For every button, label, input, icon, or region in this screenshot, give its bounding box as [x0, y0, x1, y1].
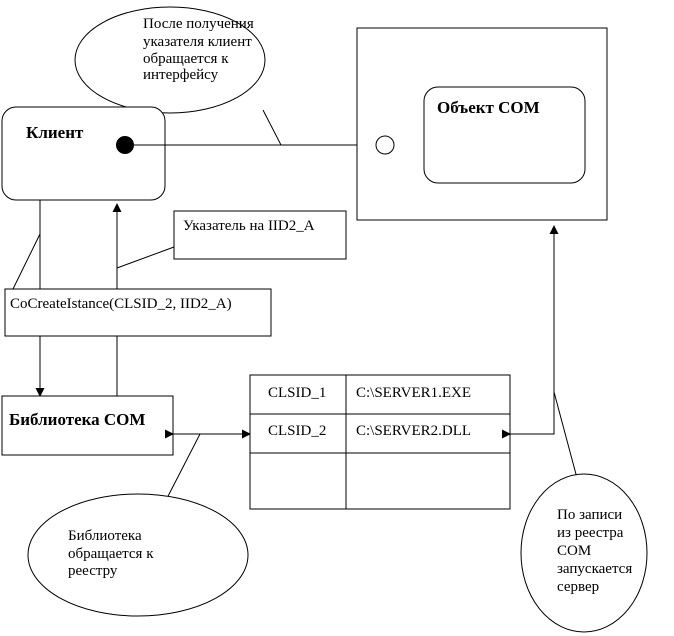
com-interface-socket	[375, 135, 395, 155]
registry-to-server-arrow	[502, 225, 559, 439]
callout-line-4: интерфейсу	[143, 67, 219, 83]
server-callout-line-4: запускается	[557, 561, 632, 577]
pointer-label: Указатель на IID2_A	[183, 218, 315, 234]
library-callout-leader	[163, 433, 201, 505]
table-cell-path: C:\SERVER1.EXE	[356, 385, 471, 401]
callout-leader	[262, 109, 282, 146]
library-box: Библиотека COM	[1, 395, 174, 456]
callout-line-2: указателя клиент	[143, 34, 252, 50]
callout-line-1: После получения	[143, 16, 254, 32]
library-registry-callout: Библиотека обращается к реестру	[27, 493, 249, 617]
call-leader	[12, 233, 41, 290]
client-label: Клиент	[26, 123, 84, 142]
server-callout-line-5: сервер	[557, 579, 599, 595]
server-callout-line-2: из реестра	[557, 525, 624, 541]
library-callout-line-1: Библиотека	[68, 528, 142, 544]
server-start-callout: По записи из реестра COM запускается сер…	[520, 473, 648, 633]
cocreate-call-box: CoCreateIstance(CLSID_2, IID2_A)	[4, 288, 272, 337]
table-cell-clsid: CLSID_2	[268, 423, 326, 439]
cocreate-call-label: CoCreateIstance(CLSID_2, IID2_A)	[10, 296, 232, 312]
pointer-leader	[116, 246, 175, 269]
library-callout-line-2: обращается к	[68, 546, 154, 562]
server-start-leader	[553, 391, 578, 479]
client-access-callout: После получения указателя клиент обращае…	[74, 6, 266, 114]
callout-line-3: обращается к	[143, 51, 229, 67]
com-object-label: Объект COM	[437, 98, 540, 117]
registry-table: CLSID_1 C:\SERVER1.EXE CLSID_2 C:\SERVER…	[249, 374, 511, 510]
com-server-box: Объект COM	[356, 27, 608, 221]
server-callout-line-3: COM	[557, 543, 591, 559]
library-label: Библиотека COM	[9, 410, 145, 429]
pointer-callout: Указатель на IID2_A	[173, 210, 347, 260]
server-callout-line-1: По записи	[557, 507, 622, 523]
client-interface-dot	[116, 136, 134, 154]
client-box: Клиент	[1, 106, 166, 201]
library-callout-line-3: реестру	[68, 563, 118, 579]
com-object-box	[423, 86, 586, 184]
table-cell-clsid: CLSID_1	[268, 385, 326, 401]
table-cell-path: C:\SERVER2.DLL	[356, 423, 471, 439]
